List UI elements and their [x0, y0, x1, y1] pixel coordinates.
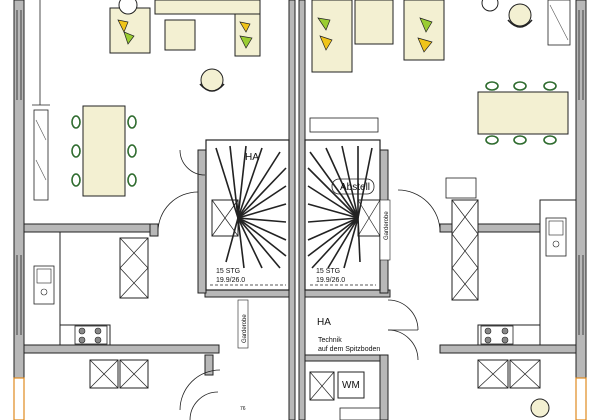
stair-tread [237, 217, 263, 269]
label-garderobe-right: Garderobe [384, 211, 390, 240]
abstell-badge [331, 178, 375, 195]
stair-tread [215, 147, 239, 219]
stair-tread [341, 145, 359, 219]
right-door-swings [387, 189, 441, 361]
left-kitchen [23, 231, 149, 389]
stair-tread [307, 217, 359, 223]
stair-tread [307, 167, 359, 219]
label-stairs-left-dim: 19.9/26.0 [216, 277, 245, 284]
coffee-table [164, 19, 196, 51]
windows [16, 10, 584, 335]
sofa [311, 0, 353, 73]
stair-tread [311, 217, 359, 269]
label-ha-right: HA [317, 317, 331, 328]
stair-tread [237, 203, 287, 219]
label-stairs-left-count: 15 STG [216, 268, 240, 275]
stair-tread [229, 145, 239, 219]
stair-tread [237, 167, 287, 219]
stair-tread [307, 203, 359, 219]
stair-tread [325, 147, 359, 219]
label-ha-left: HA [245, 152, 259, 163]
label-stairs-right-dim: 19.9/26.0 [316, 277, 345, 284]
label-technik-1: Technik [318, 337, 342, 344]
stair-tread [237, 217, 245, 269]
stair-tread [357, 147, 373, 219]
room-labels: HA Abstell 15 STG 19.9/26.0 15 STG 19.9/… [216, 152, 390, 412]
armchair [508, 3, 532, 27]
utility-room [237, 199, 391, 420]
stair-tread [237, 217, 281, 269]
stair-tread [225, 217, 239, 263]
stair-tread [237, 151, 281, 219]
left-dining-table [71, 105, 137, 197]
entry-door-frames [13, 377, 587, 420]
stair-tread [357, 217, 361, 263]
left-door-swings [157, 149, 221, 420]
stair-tread [307, 217, 359, 257]
stair-tread [237, 185, 287, 219]
stair-tread [343, 217, 359, 269]
right-staircase [304, 139, 381, 291]
stair-tread [237, 217, 287, 223]
label-small-number: 76 [240, 406, 246, 412]
right-kitchen [445, 177, 577, 418]
right-living-area [309, 0, 571, 133]
label-technik-2: auf dem Spitzboden [318, 346, 380, 353]
left-staircase [205, 139, 290, 291]
stair-tread [237, 217, 287, 241]
stair-tread [237, 145, 247, 219]
label-garderobe-left: Garderobe [242, 314, 248, 343]
label-stairs-right-count: 15 STG [316, 268, 340, 275]
left-living-area [32, 0, 261, 201]
label-abstell: Abstell [340, 182, 370, 193]
stair-tread [237, 217, 287, 257]
label-wm: WM [342, 380, 360, 391]
stair-tread [327, 217, 359, 269]
walls [13, 0, 587, 420]
right-dining-table [477, 81, 569, 145]
stair-tread [307, 185, 359, 219]
sofa [109, 7, 151, 54]
stair-tread [307, 217, 359, 241]
stair-tread [237, 147, 263, 219]
stair-tread [309, 151, 359, 219]
